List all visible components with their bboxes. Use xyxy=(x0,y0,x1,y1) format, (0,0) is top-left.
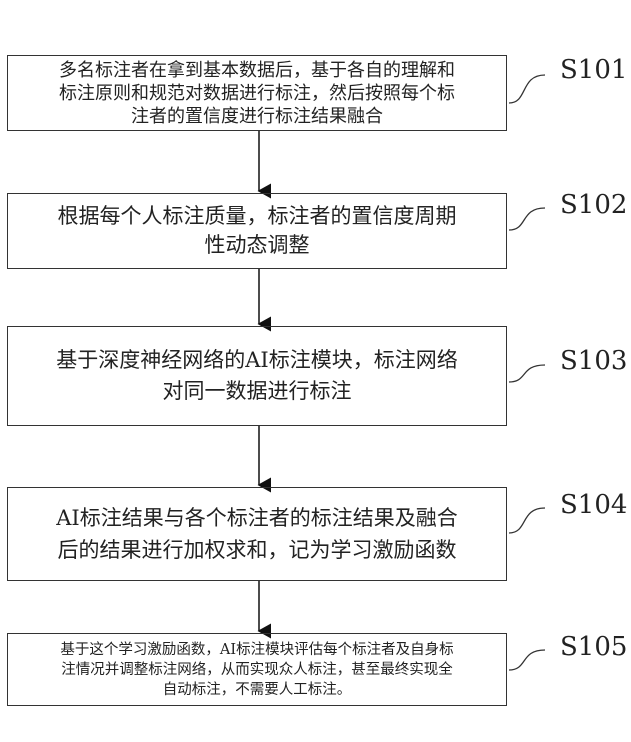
step-box-s103: 基于深度神经网络的AI标注模块，标注网络 对同一数据进行标注 xyxy=(7,326,507,426)
step-box-s102: 根据每个人标注质量，标注者的置信度周期 性动态调整 xyxy=(7,193,507,269)
step-box-s105: 基于这个学习激励函数，AI标注模块评估每个标注者及自身标 注情况并调整标注网络，… xyxy=(7,633,507,706)
leader-s103 xyxy=(508,364,546,383)
step-text-line: 基于这个学习激励函数，AI标注模块评估每个标注者及自身标 xyxy=(60,641,454,658)
step-text-line: 多名标注者在拿到基本数据后，基于各自的理解和 xyxy=(59,59,455,81)
leader-s102 xyxy=(508,207,546,231)
step-text-line: 对同一数据进行标注 xyxy=(162,379,352,403)
step-label-s104: S104 xyxy=(560,490,628,520)
step-text-line: 根据每个人标注质量，标注者的置信度周期 xyxy=(57,204,457,228)
step-text-line: 基于深度神经网络的AI标注模块，标注网络 xyxy=(56,348,458,372)
step-text-line: 自动标注，不需要人工标注。 xyxy=(162,681,352,698)
leader-s105 xyxy=(508,649,546,671)
leader-s101 xyxy=(508,74,546,104)
step-box-s101: 多名标注者在拿到基本数据后，基于各自的理解和 标注原则和规范对数据进行标注，然后… xyxy=(7,55,507,131)
step-label-s102: S102 xyxy=(560,190,628,220)
step-text-line: 注者的置信度进行标注结果融合 xyxy=(131,105,383,127)
step-text-line: 后的结果进行加权求和，记为学习激励函数 xyxy=(57,538,457,562)
step-label-s103: S103 xyxy=(560,346,628,376)
step-text-line: 注情况并调整标注网络，从而实现众人标注，甚至最终实现全 xyxy=(61,661,453,678)
step-label-s105: S105 xyxy=(560,632,628,662)
step-label-s101: S101 xyxy=(560,55,628,85)
step-text-line: 性动态调整 xyxy=(204,233,310,257)
step-text-line: AI标注结果与各个标注者的标注结果及融合 xyxy=(56,506,458,530)
step-box-s104: AI标注结果与各个标注者的标注结果及融合 后的结果进行加权求和，记为学习激励函数 xyxy=(7,487,507,581)
step-text-line: 标注原则和规范对数据进行标注，然后按照每个标 xyxy=(59,82,455,104)
leader-s104 xyxy=(508,507,546,534)
